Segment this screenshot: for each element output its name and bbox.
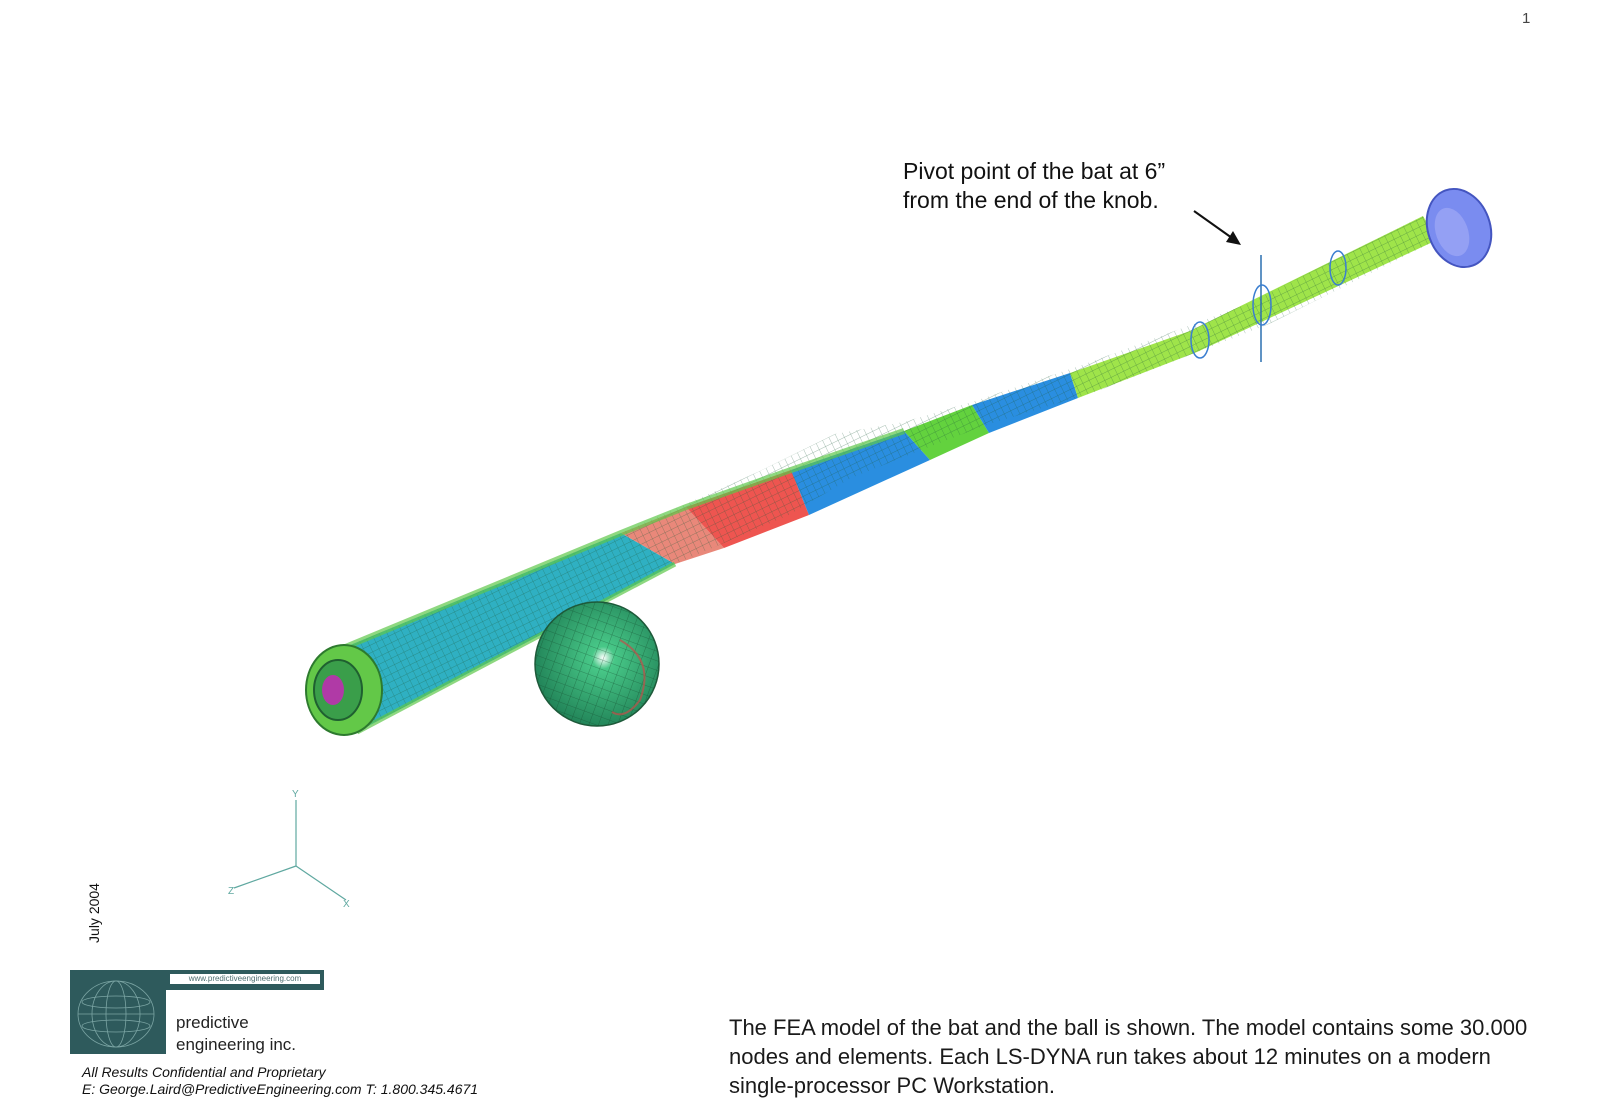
pivot-annotation: Pivot point of the bat at 6” from the en… — [903, 157, 1165, 215]
legal-line-1: All Results Confidential and Proprietary — [82, 1064, 326, 1080]
annotation-line-1: Pivot point of the bat at 6” — [903, 158, 1166, 184]
axis-label-z: Z — [228, 886, 234, 897]
axis-triad — [233, 800, 347, 901]
legal-contact: E: George.Laird@PredictiveEngineering.co… — [82, 1081, 479, 1097]
legal-notice: All Results Confidential and Proprietary… — [82, 1064, 478, 1098]
annotation-line-2: from the end of the knob. — [903, 187, 1159, 213]
company-logo: www.predictiveengineering.com predictive… — [70, 970, 324, 1054]
date-label: July 2004 — [85, 883, 102, 943]
ball-mesh — [534, 601, 660, 727]
figure-caption: The FEA model of the bat and the ball is… — [729, 1015, 1528, 1098]
bat-mesh — [305, 187, 1493, 736]
axis-label-y: Y — [292, 789, 299, 800]
page-number: 1 — [1522, 10, 1531, 27]
pivot-arrow — [1193, 210, 1241, 245]
logo-company-name: predictive engineering inc. — [176, 1013, 297, 1054]
logo-url: www.predictiveengineering.com — [170, 974, 320, 984]
globe-icon — [77, 980, 155, 1048]
axis-label-x: X — [343, 899, 350, 910]
